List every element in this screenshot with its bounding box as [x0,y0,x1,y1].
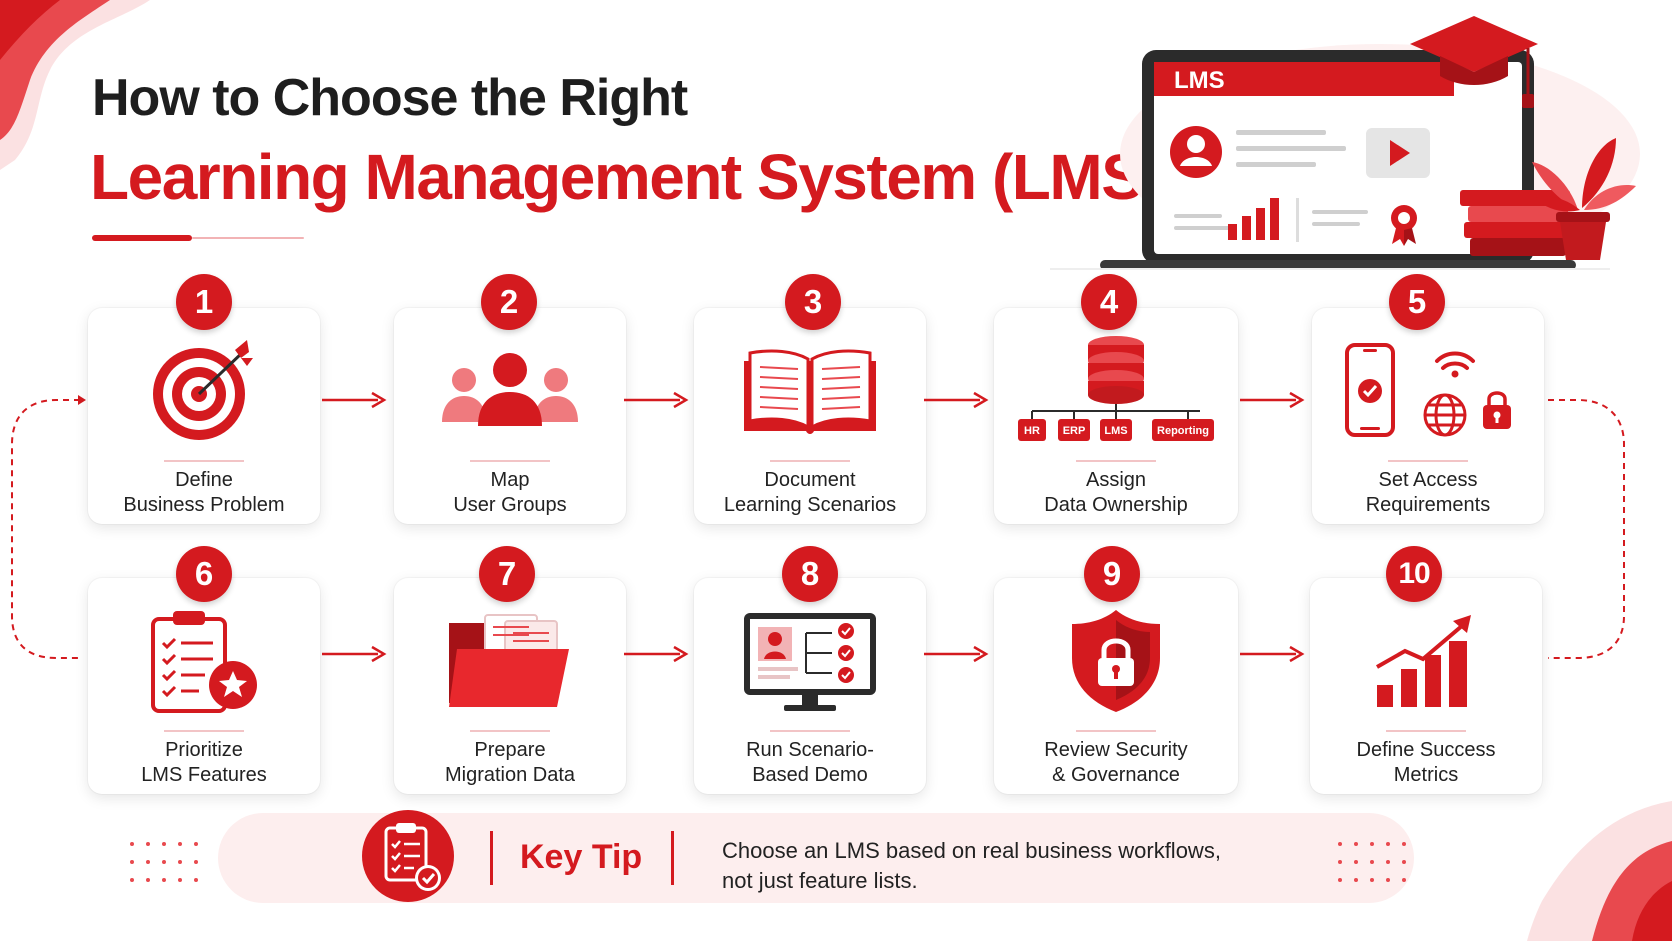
arrow-right [322,645,387,663]
node-lms: LMS [1104,425,1127,437]
step-badge-7: 7 [479,546,535,602]
step-badge-9: 9 [1084,546,1140,602]
arrow-right [924,391,989,409]
card-separator [770,460,850,462]
loop-connector-left [11,395,86,659]
padlock-icon [1483,391,1511,429]
step-badge-6: 6 [176,546,232,602]
arrow-right [322,391,387,409]
folder-icon [449,614,569,707]
step-card-9: Review Security& Governance [994,578,1238,794]
card-separator [770,730,850,732]
decorative-dots-right [1338,842,1406,882]
hero-screen-label: LMS [1174,67,1225,94]
loop-connector-right [1548,399,1625,659]
title-underline [92,235,304,241]
card-separator [1388,460,1468,462]
decorative-dots-left [130,842,198,882]
mobile-access-icon [1345,343,1511,437]
open-book-icon [744,349,876,434]
node-hr: HR [1024,425,1040,437]
card-separator [470,460,550,462]
step-badge-1: 1 [176,274,232,330]
tip-divider [490,831,493,885]
monitor-demo-icon [744,613,876,711]
step-badge-4: 4 [1081,274,1137,330]
step-label-8: Run Scenario-Based Demo [746,739,874,786]
card-separator [1076,460,1156,462]
arrow-right [624,645,689,663]
decorative-blob-bottom-right [1527,801,1672,941]
checklist-icon [151,611,257,713]
target-icon [153,340,253,440]
growth-chart-icon [1376,615,1471,707]
key-tip-text: Choose an LMS based on real business wor… [722,838,1221,893]
step-label-9: Review Security& Governance [1044,739,1188,786]
card-separator [164,730,244,732]
wifi-icon [1435,351,1475,370]
card-separator [1386,730,1466,732]
user-group-icon [442,353,578,426]
node-reporting: Reporting [1157,425,1209,437]
tip-divider [671,831,674,885]
title-line-1: How to Choose the Right [92,69,688,127]
step-badge-3: 3 [785,274,841,330]
arrow-right [1240,645,1305,663]
step-badge-2: 2 [481,274,537,330]
step-card-8: Run Scenario-Based Demo [694,578,926,794]
node-erp: ERP [1063,425,1086,437]
arrow-right [924,645,989,663]
decorative-blob-top-left [0,0,150,170]
clipboard-check-icon [362,810,454,902]
step-badge-10: 10 [1386,546,1442,602]
security-shield-icon [1072,610,1160,712]
laptop-lms-illustration: LMS [1050,16,1640,270]
key-tip-title: Key Tip [520,838,643,876]
step-badge-5: 5 [1389,274,1445,330]
card-separator [1076,730,1156,732]
arrow-right [1240,391,1305,409]
globe-icon [1423,393,1467,437]
card-separator [164,460,244,462]
arrow-right [624,391,689,409]
step-badge-8: 8 [782,546,838,602]
title-line-2: Learning Management System (LMS) [90,141,1164,213]
database-icon: HR ERP LMS Reporting [1018,336,1214,441]
card-separator [470,730,550,732]
